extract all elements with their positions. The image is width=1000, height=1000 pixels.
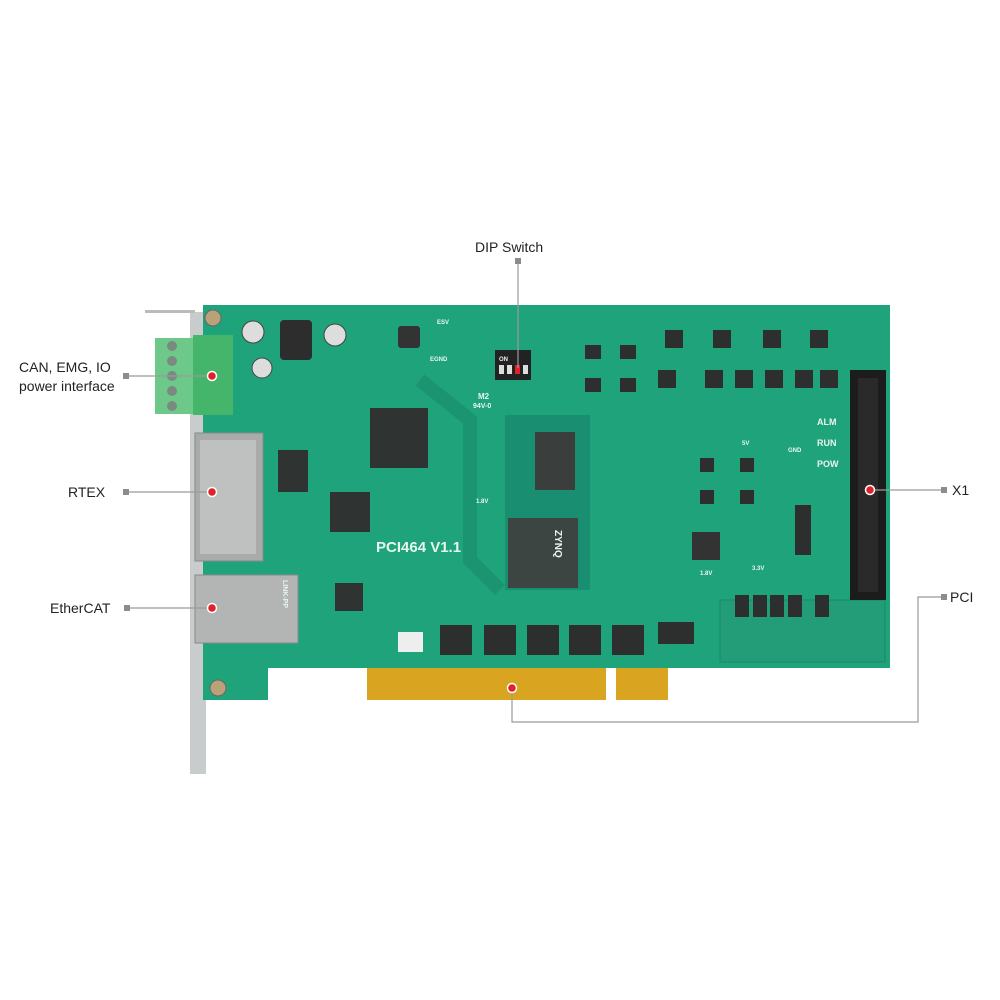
callout-x1: X1 [952,482,970,498]
board-model-label: PCI464 V1.1 [376,539,461,556]
marker-ethercat [206,602,218,614]
led-alm-label: ALM [817,417,837,427]
tp-1v8b-label: 1.8V [700,571,712,577]
pci-gold-fingers [367,668,606,700]
led-pow-label: POW [817,459,839,469]
tp-gnd-label: GND [788,448,802,454]
leader-lines [128,262,943,723]
marker-x1 [864,484,876,496]
callout-rtex: RTEX [68,484,106,500]
bracket-tab [145,310,195,313]
magjack-label: LINK-PP [281,580,288,608]
callout-power-interface-line1: CAN, EMG, IO [19,359,111,375]
ethernet-controller-chip [370,408,428,468]
fpga-chip [508,518,578,588]
memory-chip [535,432,575,490]
pcb [203,305,890,700]
tp-1v8-label: 1.8V [476,499,488,505]
marker-pci [506,682,518,694]
pci-gold-fingers-short [616,668,668,700]
marker-power-interface [206,370,218,382]
callout-pci: PCI [950,589,974,605]
leader-end-squares [123,258,947,611]
led-run-label: RUN [817,438,837,448]
esv-label: ESV [437,320,449,326]
dip-on-label: ON [499,357,508,363]
callout-power-interface-line2: power interface [19,378,115,394]
screw-icon [204,309,222,327]
marker-rtex [206,486,218,498]
tp-3v3-label: 3.3V [752,566,764,572]
callout-ethercat: EtherCAT [50,600,111,616]
callout-dip-switch: DIP Switch [475,239,544,255]
power-connector [398,632,423,652]
cert-94v0: 94V-0 [473,403,491,410]
fpga-label: ZYNQ [552,530,563,558]
screw-icon [209,679,227,697]
egnd-label: EGND [430,357,448,363]
cert-m2: M2 [478,392,490,401]
tp-5v-label: 5V [742,441,749,447]
